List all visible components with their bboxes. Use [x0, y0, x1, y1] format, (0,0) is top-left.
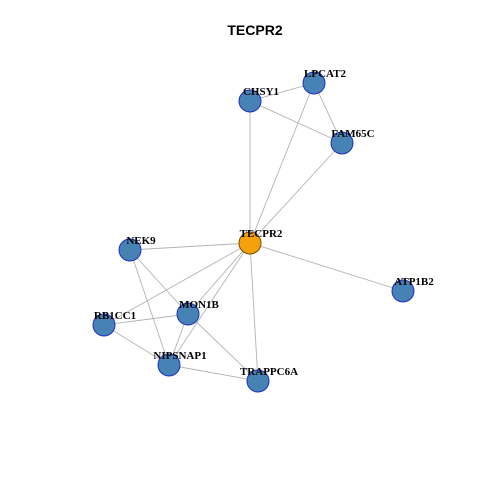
edge-rb1cc1-nipsnap1: [103, 324, 170, 366]
node-mon1b: MON1B: [176, 299, 220, 326]
node-circle-mon1b: [176, 302, 200, 326]
node-rb1cc1: RB1CC1: [92, 310, 136, 337]
edge-fam65c-tecpr2: [249, 142, 343, 244]
edges-layer: [103, 82, 404, 382]
edge-lpcat2-tecpr2: [249, 82, 315, 244]
edge-tecpr2-mon1b: [187, 242, 251, 315]
edge-tecpr2-atp1b2: [249, 242, 404, 292]
node-circle-lpcat2: [302, 71, 326, 95]
node-label-nipsnap1: NIPSNAP1: [153, 350, 206, 362]
edge-nipsnap1-trappc6a: [168, 364, 259, 382]
node-chsy1: CHSY1: [238, 86, 279, 113]
edge-chsy1-fam65c: [249, 100, 343, 144]
edge-nek9-mon1b: [129, 249, 189, 315]
node-circle-tecpr2: [238, 231, 262, 255]
node-circle-fam65c: [330, 131, 354, 155]
edge-rb1cc1-mon1b: [103, 313, 189, 326]
node-label-fam65c: FAM65C: [331, 128, 374, 140]
node-label-tecpr2: TECPR2: [240, 228, 283, 240]
node-nek9: NEK9: [118, 235, 156, 262]
node-label-lpcat2: LPCAT2: [304, 68, 346, 80]
node-circle-chsy1: [238, 89, 262, 113]
edge-tecpr2-rb1cc1: [103, 242, 251, 326]
node-label-rb1cc1: RB1CC1: [94, 310, 136, 322]
node-label-chsy1: CHSY1: [243, 86, 279, 98]
node-circle-rb1cc1: [92, 313, 116, 337]
node-circle-atp1b2: [391, 279, 415, 303]
diagram-title: TECPR2: [227, 22, 282, 38]
edge-mon1b-trappc6a: [187, 313, 259, 382]
node-tecpr2: TECPR2: [238, 228, 283, 255]
edge-nek9-tecpr2: [129, 242, 251, 251]
node-label-atp1b2: ATP1B2: [394, 276, 434, 288]
node-nipsnap1: NIPSNAP1: [153, 350, 207, 377]
edge-tecpr2-nipsnap1: [168, 242, 251, 366]
edge-tecpr2-trappc6a: [249, 242, 259, 382]
node-label-mon1b: MON1B: [179, 299, 219, 311]
node-fam65c: FAM65C: [330, 128, 375, 155]
node-circle-nek9: [118, 238, 142, 262]
node-circle-nipsnap1: [157, 353, 181, 377]
node-circle-trappc6a: [246, 369, 270, 393]
node-atp1b2: ATP1B2: [391, 276, 434, 303]
node-label-trappc6a: TRAPPC6A: [240, 366, 298, 378]
node-label-nek9: NEK9: [126, 235, 156, 247]
edge-nek9-nipsnap1: [129, 249, 170, 366]
node-trappc6a: TRAPPC6A: [240, 366, 298, 393]
node-lpcat2: LPCAT2: [302, 68, 346, 95]
